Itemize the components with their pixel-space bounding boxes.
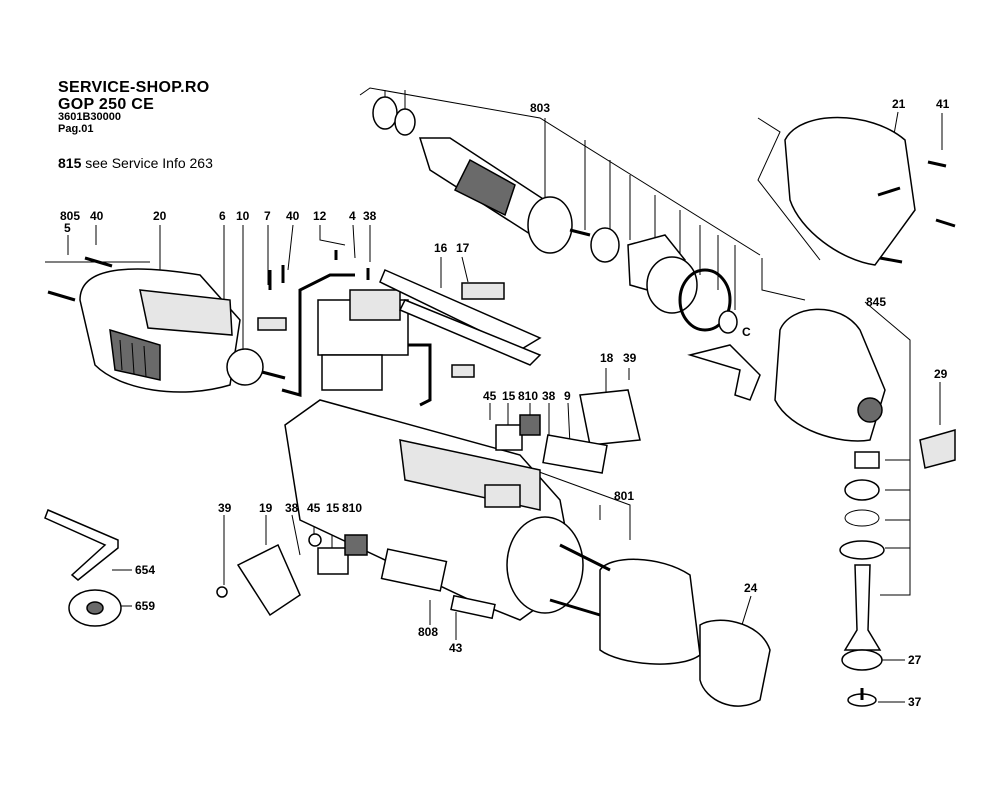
callout-43: 43: [449, 641, 463, 655]
leader-lines: [45, 87, 943, 703]
callout-15-bottom: 15: [326, 501, 340, 515]
callout-C: C: [742, 325, 751, 339]
callout-6: 6: [219, 209, 226, 223]
model-name: GOP 250 CE: [58, 96, 155, 113]
service-info-text: see Service Info 263: [85, 155, 213, 171]
part-field-stator: [549, 543, 771, 707]
callout-810-top: 810: [518, 389, 538, 403]
service-info-part: 815: [58, 155, 82, 171]
part-labels-plates: [380, 548, 496, 620]
callout-41: 41: [936, 97, 950, 111]
callout-40-switch: 40: [286, 209, 300, 223]
callout-10: 10: [236, 209, 250, 223]
callout-803: 803: [530, 101, 550, 115]
callouts: 803 21 41 805 5 40 20 6 10 7 40 12 4 38 …: [60, 97, 950, 709]
callout-7: 7: [264, 209, 271, 223]
callout-810-bottom: 810: [342, 501, 362, 515]
callout-654: 654: [135, 563, 155, 577]
callout-39-top: 39: [623, 351, 637, 365]
callout-16: 16: [434, 241, 448, 255]
callout-40-rear: 40: [90, 209, 104, 223]
page-number: Pag.01: [58, 123, 94, 135]
callout-801: 801: [614, 489, 634, 503]
callout-4: 4: [349, 209, 356, 223]
callout-659: 659: [135, 599, 155, 613]
part-slide-switch: [379, 269, 542, 378]
part-ball-bearing: [226, 348, 286, 386]
callout-38-mid: 38: [542, 389, 556, 403]
callout-38-top: 38: [363, 209, 377, 223]
shop-title: SERVICE-SHOP.RO: [58, 79, 210, 96]
callout-38-bottom: 38: [285, 501, 299, 515]
callout-24: 24: [744, 581, 758, 595]
callout-37: 37: [908, 695, 922, 709]
callout-45-bottom: 45: [307, 501, 321, 515]
callout-808: 808: [418, 625, 438, 639]
callout-845: 845: [866, 295, 886, 309]
part-adapter-disc: [68, 589, 122, 627]
part-brush-holder-right: [495, 389, 641, 474]
part-spindle-stack: [839, 451, 885, 707]
part-main-housing: [284, 399, 584, 621]
part-armature: [372, 96, 620, 263]
part-front-cover: [784, 116, 956, 266]
part-screws-rear: [47, 250, 370, 302]
part-clip: [919, 429, 956, 469]
callout-21: 21: [892, 97, 906, 111]
part-fan-seal-rings: [627, 234, 738, 334]
part-cable-wire: [281, 273, 432, 407]
part-brush-holder-left: [216, 533, 368, 617]
callout-29: 29: [934, 367, 948, 381]
callout-27: 27: [908, 653, 922, 667]
part-switch-electronics: [257, 289, 409, 391]
part-rear-housing: [79, 268, 241, 393]
service-info-note: 815 see Service Info 263: [58, 156, 213, 170]
callout-39-bottom: 39: [218, 501, 232, 515]
callout-17: 17: [456, 241, 470, 255]
callout-18: 18: [600, 351, 614, 365]
callout-5: 5: [64, 221, 71, 235]
callout-45-top: 45: [483, 389, 497, 403]
callout-12: 12: [313, 209, 327, 223]
part-hex-key: [44, 509, 119, 581]
callout-9: 9: [564, 389, 571, 403]
callout-20: 20: [153, 209, 167, 223]
part-code: 3601B30000: [58, 111, 122, 123]
callout-19: 19: [259, 501, 273, 515]
callout-805: 805: [60, 209, 80, 223]
part-gear-head-housing: [687, 308, 886, 442]
callout-15-top: 15: [502, 389, 516, 403]
